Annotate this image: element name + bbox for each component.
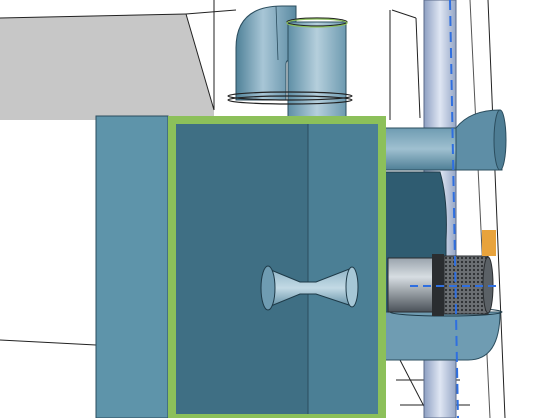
housing-box[interactable] — [95, 115, 386, 418]
housing-right-panel — [308, 118, 384, 418]
elbow-pipe[interactable] — [235, 5, 297, 101]
vertical-pipe[interactable] — [227, 17, 353, 121]
side-duct[interactable] — [383, 109, 507, 171]
housing-left-face — [95, 115, 169, 418]
marker — [482, 230, 496, 256]
nozzle[interactable] — [260, 265, 359, 311]
selection-outline — [168, 116, 386, 418]
backdrop-panel — [0, 14, 214, 120]
axis-lines — [410, 0, 500, 418]
backdrop — [0, 0, 506, 418]
